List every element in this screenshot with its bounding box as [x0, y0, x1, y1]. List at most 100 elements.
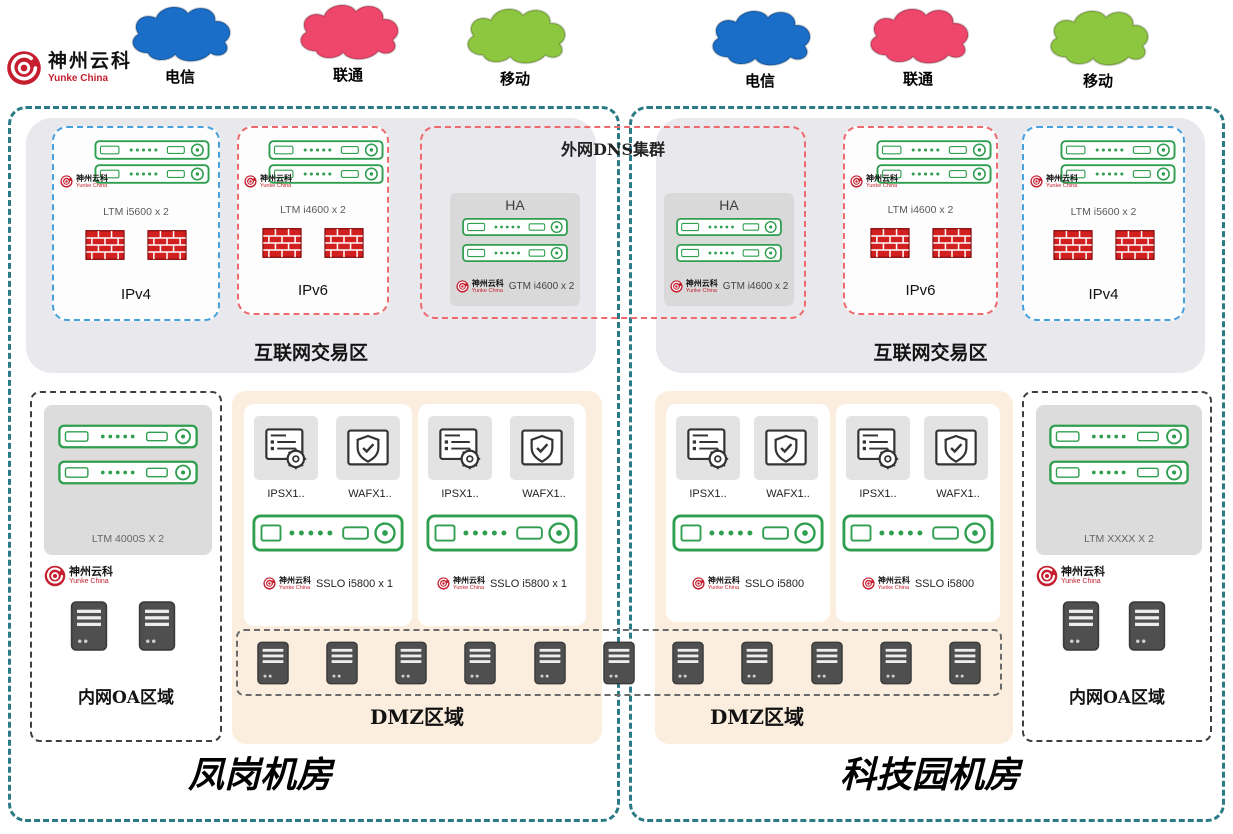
brand-name-en: Yunke China	[707, 585, 740, 592]
firewall-icon	[147, 230, 187, 260]
yunke-logo-icon	[850, 175, 863, 188]
ips-icon	[436, 424, 484, 472]
waf-tile	[336, 416, 400, 480]
brand-name-cn: 神州云科	[69, 565, 113, 578]
brand-name-en: Yunke China	[48, 72, 109, 84]
server-icon	[326, 641, 358, 685]
brand-name-en: Yunke China	[278, 585, 311, 592]
isp-label: 联通	[332, 66, 363, 84]
yunke-logo-icon	[6, 50, 42, 86]
waf-tile	[510, 416, 574, 480]
brand-logo: 神州云科 Yunke China	[6, 50, 132, 86]
gtm-device-stack	[676, 217, 782, 263]
isp-cloud-unicom-right: 联通	[858, 4, 978, 89]
brand-name-cn: 神州云科	[685, 279, 718, 288]
brand-name-cn: 神州云科	[260, 174, 292, 183]
device-model-label: LTM 4000S X 2	[91, 533, 165, 545]
waf-icon	[762, 424, 810, 472]
ltm-device-box: LTM 4000S X 2	[44, 405, 212, 555]
ips-label: IPSX1..	[267, 488, 305, 500]
yunke-logo-icon	[244, 175, 257, 188]
device-model-label: SSLO i5800 x 1	[489, 577, 568, 590]
cloud-icon	[701, 6, 819, 70]
ips-icon	[684, 424, 732, 472]
waf-tile	[754, 416, 818, 480]
isp-label: 移动	[1082, 72, 1113, 90]
appliance-icon	[58, 459, 198, 486]
ips-tile	[254, 416, 318, 480]
device-model-label: LTM i4600 x 2	[280, 204, 346, 216]
ip-version-label: IPv6	[297, 282, 328, 299]
yunke-logo-icon	[692, 577, 705, 590]
dmz-zone-title: DMZ区域	[709, 705, 805, 729]
sslo-appliance-icon	[426, 514, 578, 552]
left-datacenter-frame	[8, 106, 620, 822]
ltm-device-stack	[58, 423, 198, 486]
appliance-icon	[1057, 140, 1179, 160]
ips-icon	[854, 424, 902, 472]
appliance-icon	[462, 217, 568, 237]
server-icon	[603, 641, 635, 685]
datacenter-name-right: 科技园机房	[839, 754, 1020, 796]
device-model-label: GTM i4600 x 2	[508, 281, 575, 293]
brand-name-en: Yunke China	[76, 183, 108, 190]
isp-cloud-mobile-left: 移动	[455, 4, 575, 89]
isp-cloud-telecom-right: 电信	[700, 6, 820, 91]
dns-cluster-title: 外网DNS集群	[560, 140, 666, 159]
device-model-label: SSLO i5800	[744, 577, 805, 590]
brand-name-en: Yunke China	[685, 288, 717, 295]
oa-zone-title: 内网OA区域	[78, 688, 174, 708]
appliance-icon	[676, 217, 782, 237]
cloud-icon	[859, 4, 977, 68]
brand-name-cn: 神州云科	[1061, 565, 1105, 578]
firewall-row	[845, 228, 996, 258]
server-icon	[672, 641, 704, 685]
waf-label: WAFX1..	[766, 488, 810, 500]
brand-name-cn: 神州云科	[1046, 174, 1078, 183]
gtm-device-stack	[462, 217, 568, 263]
ips-label: IPSX1..	[689, 488, 727, 500]
server-farm-row	[236, 629, 1002, 696]
isp-label: 电信	[744, 72, 775, 90]
server-icon	[464, 641, 496, 685]
server-icon	[949, 641, 981, 685]
server-icon	[880, 641, 912, 685]
firewall-icon	[324, 228, 364, 258]
ha-label: HA	[719, 197, 739, 213]
brand-name-cn: 神州云科	[48, 51, 133, 73]
isp-label: 联通	[902, 70, 933, 88]
waf-label: WAFX1..	[348, 488, 392, 500]
ltm-device-box: LTM XXXX X 2	[1036, 405, 1202, 555]
firewall-row	[239, 228, 387, 258]
firewall-icon	[870, 228, 910, 258]
ips-label: IPSX1..	[441, 488, 479, 500]
server-icon	[811, 641, 843, 685]
device-model-label: LTM XXXX X 2	[1084, 533, 1154, 545]
device-model-label: LTM i4600 x 2	[887, 204, 954, 216]
ips-tile	[676, 416, 740, 480]
waf-tile	[924, 416, 988, 480]
isp-label: 移动	[499, 70, 530, 88]
appliance-icon	[1049, 423, 1189, 450]
brand-name-en: Yunke China	[471, 288, 503, 295]
appliance-icon	[873, 140, 995, 160]
ips-tile	[846, 416, 910, 480]
device-model-label: SSLO i5800	[914, 577, 975, 590]
